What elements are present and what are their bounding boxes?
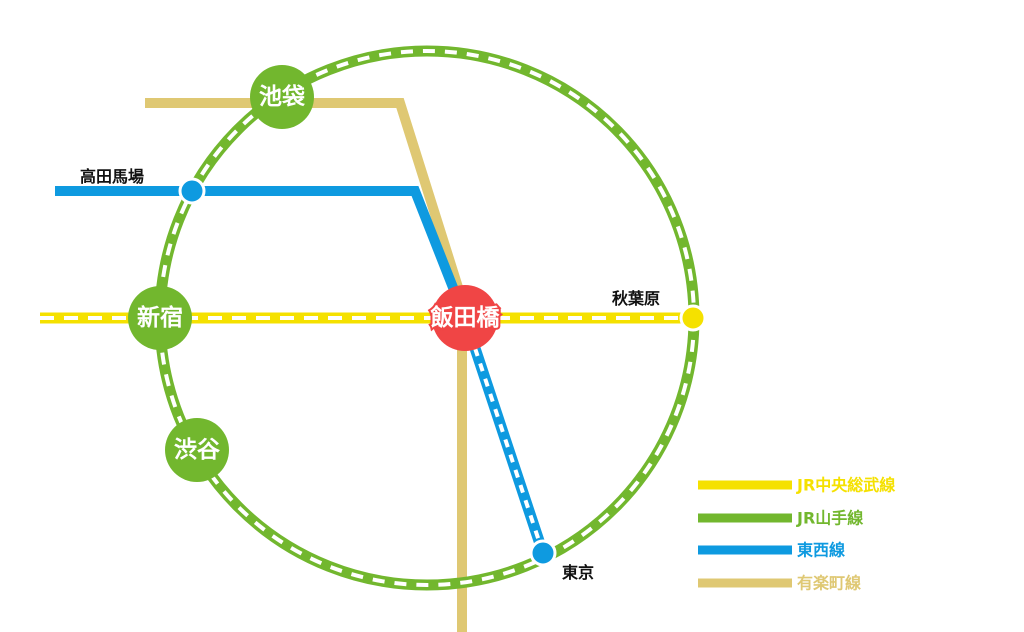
- station-shibuya-label: 渋谷: [174, 437, 221, 463]
- station-ikebukuro-label: 池袋: [259, 83, 306, 110]
- station-ikebukuro[interactable]: 池袋: [250, 65, 314, 129]
- station-shinjuku[interactable]: 新宿: [128, 286, 192, 350]
- station-akihabara-marker[interactable]: [679, 304, 707, 332]
- station-tokyo-label: 東京: [562, 563, 594, 582]
- tozai-line: [55, 186, 470, 320]
- station-iidabashi[interactable]: 飯田橋: [428, 285, 503, 351]
- station-shinjuku-label: 新宿: [137, 304, 183, 331]
- tozai-line-shared-section: [459, 316, 549, 555]
- legend-label-yamanote: JR山手線: [796, 509, 863, 528]
- station-shibuya[interactable]: 渋谷: [165, 418, 229, 482]
- legend: JR中央総武線 JR山手線 東西線 有楽町線: [698, 476, 895, 593]
- legend-label-yurakucho: 有楽町線: [797, 574, 861, 593]
- station-takadanobaba-label: 高田馬場: [80, 167, 144, 186]
- station-iidabashi-label: 飯田橋: [430, 304, 501, 331]
- station-akihabara-label: 秋葉原: [612, 289, 660, 308]
- station-tokyo-marker[interactable]: [529, 539, 557, 567]
- legend-label-tozai: 東西線: [797, 541, 845, 560]
- station-takadanobaba-marker[interactable]: [178, 177, 206, 205]
- legend-label-chuo: JR中央総武線: [796, 476, 895, 495]
